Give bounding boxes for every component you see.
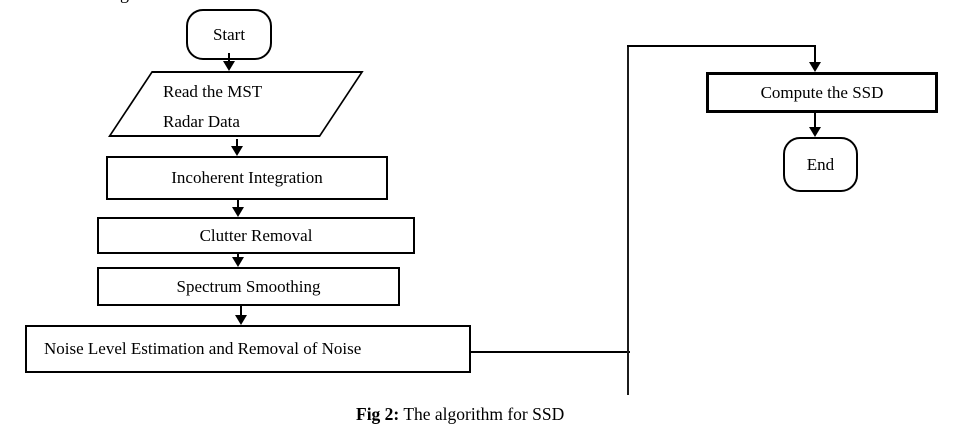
- arrowhead-icon: [235, 315, 247, 325]
- connector-riser-vertical: [627, 45, 629, 395]
- flow-node-start: Start: [186, 9, 272, 60]
- arrowhead-icon: [809, 62, 821, 72]
- flow-node-incoherent-integration-label: Incoherent Integration: [171, 168, 323, 188]
- flow-node-noise-removal-label: Noise Level Estimation and Removal of No…: [44, 339, 362, 359]
- flow-node-noise-removal: Noise Level Estimation and Removal of No…: [25, 325, 471, 373]
- clipped-text-fragment: g: [120, 0, 134, 4]
- arrow-clutter-to-smoothing: [232, 254, 244, 267]
- flow-node-end-label: End: [806, 154, 835, 174]
- arrowhead-icon: [223, 61, 235, 71]
- flow-node-end: End: [783, 137, 858, 192]
- arrowhead-icon: [809, 127, 821, 137]
- arrow-read-to-incoherent: [231, 139, 243, 156]
- flow-node-compute-ssd-label: Compute the SSD: [760, 82, 884, 102]
- arrow-incoherent-to-clutter: [232, 200, 244, 217]
- arrowhead-icon: [232, 257, 244, 267]
- arrowhead-icon: [232, 207, 244, 217]
- arrow-smoothing-to-noise: [235, 306, 247, 325]
- flow-node-read-label: Read the MST Radar Data: [163, 82, 263, 131]
- flow-node-spectrum-smoothing: Spectrum Smoothing: [97, 267, 400, 306]
- flow-node-compute-ssd: Compute the SSD: [706, 72, 938, 113]
- flow-node-start-label: Start: [212, 24, 246, 44]
- flow-node-spectrum-smoothing-label: Spectrum Smoothing: [176, 276, 321, 296]
- arrow-compute-to-end: [809, 113, 821, 137]
- flow-node-incoherent-integration: Incoherent Integration: [106, 156, 388, 200]
- figure-caption: Fig 2: The algorithm for SSD: [356, 404, 564, 425]
- figure-caption-number: Fig 2:: [356, 404, 400, 424]
- connector-riser-to-compute: [627, 45, 816, 47]
- arrowhead-icon: [231, 146, 243, 156]
- connector-noise-to-riser: [470, 351, 630, 353]
- arrow-connector-to-compute: [809, 46, 821, 72]
- figure-caption-text: The algorithm for SSD: [399, 404, 565, 424]
- arrow-start-to-read: [223, 53, 235, 71]
- flow-node-clutter-removal-label: Clutter Removal: [199, 225, 313, 245]
- flow-node-clutter-removal: Clutter Removal: [97, 217, 415, 254]
